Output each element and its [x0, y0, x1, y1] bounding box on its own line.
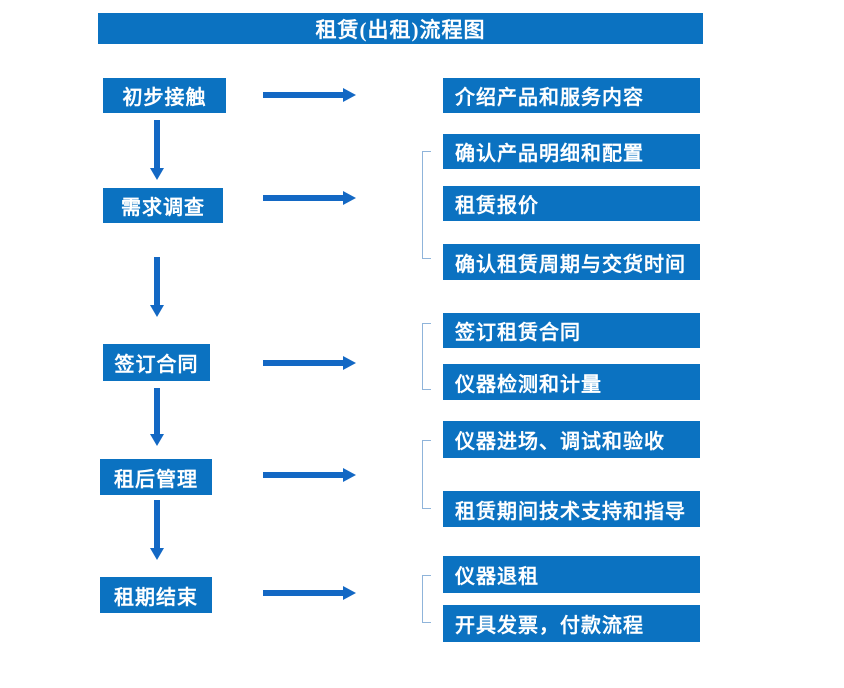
group-bracket-demand-survey: [422, 151, 431, 259]
detail-box-instrument-setup: 仪器进场、调试和验收: [443, 421, 700, 458]
down-arrow-1: [150, 120, 164, 180]
arrow-head-icon: [343, 356, 356, 370]
group-bracket-post-rental: [422, 440, 431, 509]
arrow-head-icon: [343, 191, 356, 205]
right-arrow-step4: [263, 468, 356, 482]
detail-box-rental-quote: 租赁报价: [443, 186, 700, 221]
arrow-shaft: [263, 92, 343, 98]
arrow-shaft: [154, 257, 160, 305]
arrow-shaft: [263, 472, 343, 478]
arrow-shaft: [154, 388, 160, 434]
detail-box-tech-support: 租赁期间技术支持和指导: [443, 491, 700, 527]
right-arrow-step5: [263, 586, 356, 600]
detail-box-intro-products: 介绍产品和服务内容: [443, 78, 700, 113]
detail-box-sign-rental-contract: 签订租赁合同: [443, 313, 700, 348]
detail-box-instrument-testing: 仪器检测和计量: [443, 364, 700, 400]
detail-box-instrument-return: 仪器退租: [443, 556, 700, 593]
down-arrow-2: [150, 257, 164, 317]
flowchart-title: 租赁(出租)流程图: [98, 13, 703, 44]
arrow-shaft: [263, 195, 343, 201]
arrow-head-icon: [150, 305, 164, 317]
step-box-post-rental: 租后管理: [100, 459, 212, 495]
right-arrow-step1: [263, 88, 356, 102]
detail-box-confirm-period: 确认租赁周期与交货时间: [443, 244, 700, 280]
right-arrow-step3: [263, 356, 356, 370]
detail-box-confirm-details: 确认产品明细和配置: [443, 134, 700, 169]
arrow-head-icon: [343, 586, 356, 600]
down-arrow-3: [150, 388, 164, 446]
step-box-sign-contract: 签订合同: [103, 344, 210, 381]
right-arrow-step2: [263, 191, 356, 205]
arrow-head-icon: [343, 468, 356, 482]
down-arrow-4: [150, 500, 164, 560]
arrow-head-icon: [150, 168, 164, 180]
detail-box-invoice-payment: 开具发票，付款流程: [443, 605, 700, 642]
arrow-shaft: [263, 360, 343, 366]
arrow-shaft: [263, 590, 343, 596]
arrow-shaft: [154, 500, 160, 548]
group-bracket-rental-end: [422, 575, 431, 623]
arrow-head-icon: [343, 88, 356, 102]
arrow-head-icon: [150, 434, 164, 446]
arrow-head-icon: [150, 548, 164, 560]
group-bracket-sign-contract: [422, 323, 431, 390]
step-box-initial-contact: 初步接触: [103, 78, 226, 113]
arrow-shaft: [154, 120, 160, 168]
step-box-rental-end: 租期结束: [100, 577, 212, 613]
step-box-demand-survey: 需求调查: [103, 188, 223, 223]
